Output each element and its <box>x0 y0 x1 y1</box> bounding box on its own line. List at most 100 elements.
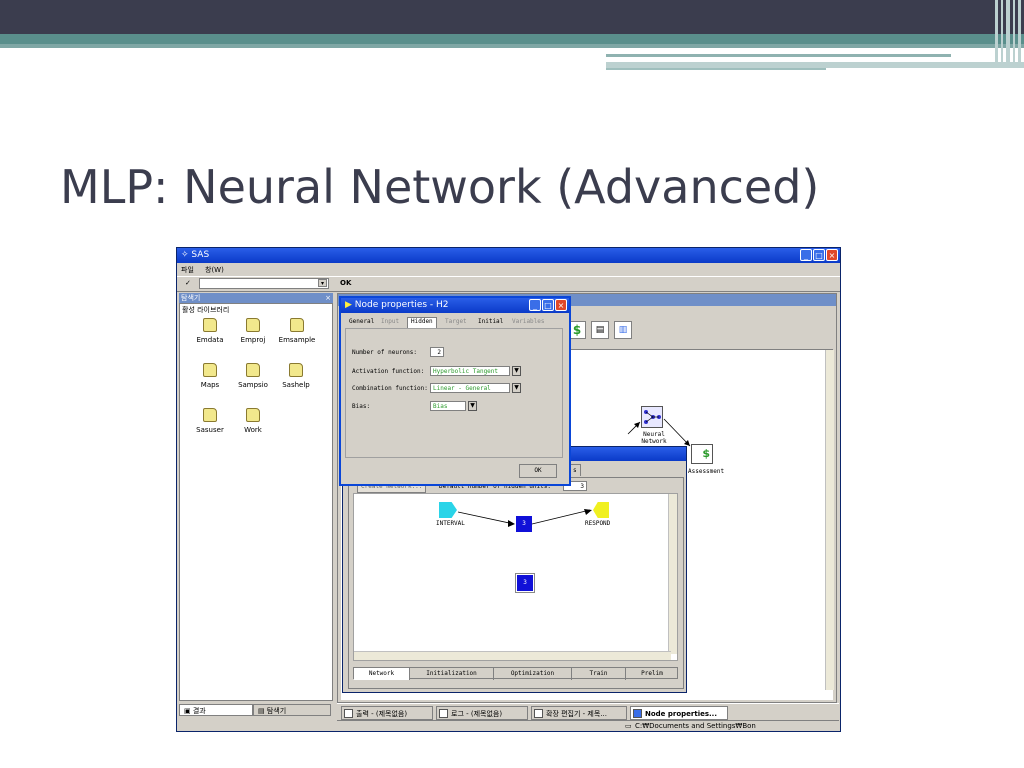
window-taskbar: 출력 - (제목없음) 로그 - (제목없음) 확장 편집기 - 제목... N… <box>337 703 839 722</box>
close-icon[interactable]: × <box>325 294 331 302</box>
close-button[interactable]: × <box>826 249 838 261</box>
hidden-tab-panel: Number of neurons: 2 Activation function… <box>345 328 563 458</box>
close-button[interactable]: × <box>555 299 567 311</box>
task-node-properties-label: Node properties... <box>645 710 717 718</box>
menu-window[interactable]: 창(W) <box>205 266 224 274</box>
bias-select[interactable]: Bias <box>430 401 466 411</box>
document-icon <box>344 709 353 718</box>
combination-select[interactable]: Linear - General <box>430 383 510 393</box>
tab-optimization[interactable]: Optimization <box>494 668 572 680</box>
slide-accent-line <box>606 62 1024 68</box>
slide-accent-stripe <box>995 0 998 68</box>
slide-accent-line <box>606 68 826 70</box>
arrow-icon <box>633 709 642 718</box>
output-node[interactable] <box>593 502 609 518</box>
tab-initial[interactable]: Initial <box>478 318 504 325</box>
hidden-node[interactable]: 3 <box>516 516 532 532</box>
hidden-units-label: Default number of hidden units: <box>439 483 551 490</box>
run-button[interactable]: OK <box>340 279 352 287</box>
task-editor[interactable]: 확장 편집기 - 제목... <box>531 706 627 720</box>
node-properties-dialog: ▶ Node properties - H2 _ □ × General Inp… <box>339 296 571 486</box>
slide-accent-band <box>0 34 1024 44</box>
input-node[interactable] <box>439 502 457 518</box>
library-emproj[interactable]: Emproj <box>235 318 271 344</box>
slide-top-bar <box>0 0 1024 34</box>
explorer-panel: 탐색기 × 활성 라이브러리 Emdata Emproj Emsample Ma… <box>179 293 333 703</box>
command-bar: ✓ ▾ OK <box>177 276 840 292</box>
library-list: 활성 라이브러리 Emdata Emproj Emsample Maps Sam… <box>179 303 333 701</box>
minimize-button[interactable]: _ <box>529 299 541 311</box>
task-output[interactable]: 출력 - (제목없음) <box>341 706 433 720</box>
chart-icon[interactable]: ▥ <box>614 321 632 339</box>
status-bar: ▭ C:₩Documents and Settings₩Bon <box>337 720 839 732</box>
command-input[interactable] <box>199 278 329 289</box>
tab-prelim[interactable]: Prelim <box>641 670 663 677</box>
minimize-button[interactable]: _ <box>800 249 812 261</box>
hidden-units-input[interactable]: 3 <box>563 481 587 491</box>
assessment-node[interactable]: $ <box>691 444 713 464</box>
activation-select[interactable]: Hyperbolic Tangent <box>430 366 510 376</box>
workspace-connections <box>627 418 691 447</box>
task-log[interactable]: 로그 - (제목없음) <box>436 706 528 720</box>
library-label: Work <box>244 426 262 434</box>
library-icon <box>246 363 260 377</box>
document-icon[interactable]: ▤ <box>591 321 609 339</box>
library-emdata[interactable]: Emdata <box>192 318 228 344</box>
input-node-label: INTERVAL <box>436 520 465 527</box>
menu-file[interactable]: 파일 <box>181 266 194 274</box>
library-emsample[interactable]: Emsample <box>276 318 318 344</box>
tab-results[interactable]: ▣ 결과 <box>179 704 253 716</box>
neural-network-node[interactable] <box>641 406 663 428</box>
neurons-label: Number of neurons: <box>352 349 418 356</box>
library-label: Sampsio <box>238 381 268 389</box>
library-label: Sashelp <box>282 381 310 389</box>
library-sasuser[interactable]: Sasuser <box>192 408 228 434</box>
maximize-button[interactable]: □ <box>813 249 825 261</box>
library-maps[interactable]: Maps <box>192 363 228 389</box>
library-icon <box>246 318 260 332</box>
chevron-down-icon[interactable]: ▾ <box>318 279 327 287</box>
explorer-tabs: ▣ 결과 ▤ 탐색기 <box>179 704 333 717</box>
neurons-input[interactable]: 2 <box>430 347 444 357</box>
library-sashelp[interactable]: Sashelp <box>278 363 314 389</box>
network-horizontal-scrollbar[interactable] <box>354 651 671 660</box>
neural-network-label: Neural Network <box>641 431 667 445</box>
task-node-properties[interactable]: Node properties... <box>630 706 728 720</box>
slide-accent-line <box>606 54 951 57</box>
tab-network[interactable]: Network <box>354 668 410 680</box>
library-sampsio[interactable]: Sampsio <box>235 363 271 389</box>
workspace-scrollbar[interactable] <box>825 350 834 690</box>
tab-input[interactable]: Input <box>381 318 400 325</box>
task-editor-label: 확장 편집기 - 제목... <box>546 710 607 718</box>
library-label: Maps <box>200 381 220 389</box>
ok-button[interactable]: OK <box>519 464 557 478</box>
status-path: C:₩Documents and Settings₩Bon <box>635 722 756 730</box>
chevron-down-icon[interactable]: ▼ <box>512 383 521 393</box>
slide-accent-stripe <box>1006 0 1010 68</box>
library-icon <box>203 408 217 422</box>
tab-variables[interactable]: Variables <box>512 318 545 325</box>
tab-train[interactable]: Train <box>572 668 626 680</box>
chevron-down-icon[interactable]: ▼ <box>512 366 521 376</box>
chevron-down-icon[interactable]: ▼ <box>468 401 477 411</box>
explorer-title: 탐색기 <box>181 294 201 302</box>
library-label: Emdata <box>196 336 224 344</box>
network-canvas[interactable]: INTERVAL 3 RESPOND 3 <box>353 493 678 661</box>
tab-explorer[interactable]: ▤ 탐색기 <box>253 704 331 716</box>
combination-label: Combination function: <box>352 385 428 392</box>
tab-target[interactable]: Target <box>445 318 467 325</box>
node-properties-title-bar[interactable]: ▶ Node properties - H2 _ □ × <box>341 298 569 313</box>
tab-initialization[interactable]: Initialization <box>410 668 494 680</box>
library-work[interactable]: Work <box>235 408 271 434</box>
hidden-node-selection[interactable]: 3 <box>515 573 535 593</box>
sas-title-bar[interactable]: ✧ SAS _ □ × <box>177 248 840 263</box>
activation-label: Activation function: <box>352 368 425 375</box>
maximize-button[interactable]: □ <box>542 299 554 311</box>
folder-icon: ▭ <box>625 722 632 730</box>
tab-hidden[interactable]: Hidden <box>407 317 437 329</box>
network-vertical-scrollbar[interactable] <box>668 494 677 654</box>
tab-general[interactable]: General <box>349 318 375 325</box>
library-label: Emsample <box>278 336 316 344</box>
check-icon[interactable]: ✓ <box>185 279 191 287</box>
editor-icon <box>534 709 543 718</box>
